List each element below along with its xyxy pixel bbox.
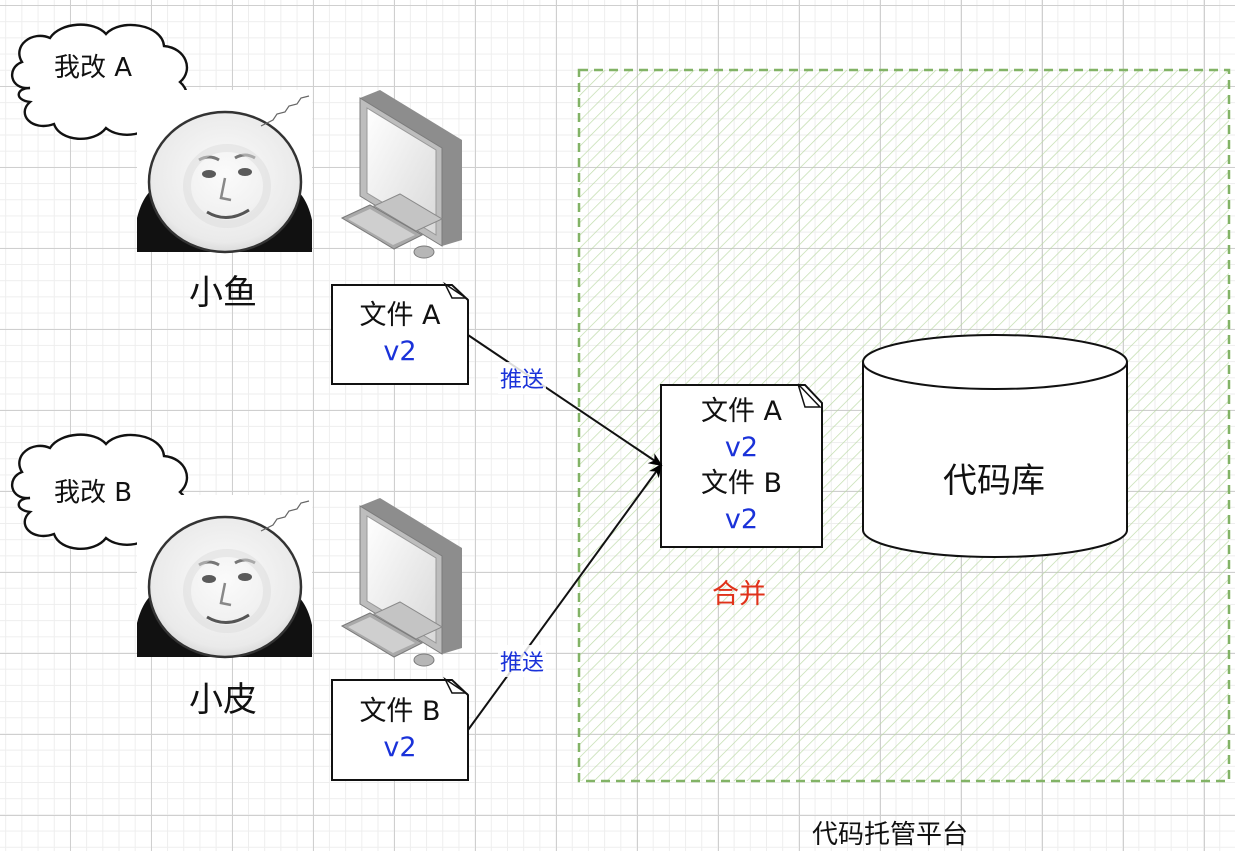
document-icon [331,281,469,385]
file-version: v2 [383,336,417,367]
file-version: v2 [724,504,759,535]
file-version: v2 [724,432,759,463]
thought-text: 我改 B [54,478,133,508]
thought-text: 我改 A [54,53,133,83]
file-name: 文件 A [700,396,783,427]
database-cylinder-icon [862,334,1128,558]
document-icon [331,676,469,781]
document-content: 文件 A v2 文件 B v2 [661,392,822,540]
meme-face-avatar-icon [137,90,312,252]
document-icon [660,383,823,548]
file-name: 文件 B [359,696,441,727]
repository-label: 代码库 [943,461,1045,501]
file-name: 文件 A [359,300,441,331]
document-content: 文件 B v2 [332,690,468,770]
file-name: 文件 B [700,468,783,499]
person-name: 小鱼 [189,273,257,313]
desktop-computer-icon [341,89,463,259]
push-edge-label: 推送 [498,362,547,394]
arrow-icon [467,463,663,731]
push-edge-label: 推送 [498,645,547,677]
platform-label: 代码托管平台 [812,820,969,850]
merge-label: 合并 [712,579,766,610]
desktop-computer-icon [341,497,463,667]
person-name: 小皮 [189,680,257,720]
document-content: 文件 A v2 [332,294,468,374]
arrow-icon [467,334,663,467]
meme-face-avatar-icon [137,495,312,657]
file-version: v2 [383,732,417,763]
